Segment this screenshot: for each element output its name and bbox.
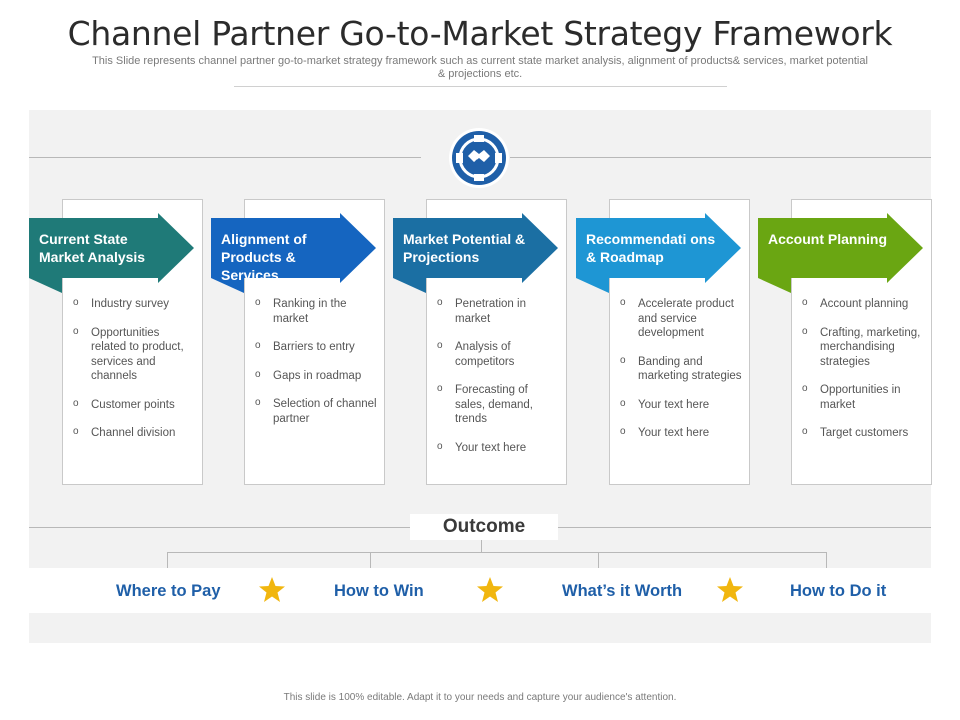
- page-subtitle: This Slide represents channel partner go…: [92, 55, 868, 80]
- list-item: Analysis of competitors: [427, 339, 568, 369]
- step-arrow-2: Alignment of Products & Services: [211, 213, 378, 293]
- step-title: Account Planning: [768, 231, 887, 247]
- step-4-bullet-list: Accelerate product and service developme…: [610, 296, 751, 455]
- outcome-divider-left: [29, 527, 410, 528]
- list-item: Crafting, marketing, merchandising strat…: [792, 325, 933, 370]
- step-5-bullet-list: Account planning Crafting, marketing, me…: [792, 296, 933, 455]
- list-item: Industry survey: [63, 296, 204, 312]
- step-title: Market Potential & Projections: [403, 231, 526, 265]
- list-item: Selection of channel partner: [245, 396, 386, 426]
- list-item: Your text here: [610, 397, 751, 413]
- outcome-strip: [29, 568, 931, 613]
- step-2-bullet-list: Ranking in the market Barriers to entry …: [245, 296, 386, 440]
- step-title: Recommendati ons & Roadmap: [586, 231, 716, 265]
- step-arrow-3: Market Potential & Projections: [393, 213, 560, 293]
- step-title: Current State Market Analysis: [39, 231, 146, 265]
- step-1-bullet-list: Industry survey Opportunities related to…: [63, 296, 204, 455]
- outcome-connector-stem: [481, 540, 482, 552]
- list-item: Accelerate product and service developme…: [610, 296, 751, 341]
- list-item: Banding and marketing strategies: [610, 354, 751, 384]
- outcome-connector-drop: [826, 552, 827, 568]
- list-item: Customer points: [63, 397, 204, 413]
- outcome-connector-bar: [167, 552, 827, 553]
- title-divider: [234, 86, 727, 87]
- outcome-divider-right: [558, 527, 931, 528]
- list-item: Barriers to entry: [245, 339, 386, 355]
- step-arrow-4: Recommendati ons & Roadmap: [576, 213, 743, 293]
- star-icon: [717, 577, 743, 602]
- outcome-item-whats-it-worth: What’s it Worth: [562, 582, 683, 600]
- list-item: Gaps in roadmap: [245, 368, 386, 384]
- step-3-bullet-list: Penetration in market Analysis of compet…: [427, 296, 568, 469]
- list-item: Your text here: [610, 425, 751, 441]
- footer-note: This slide is 100% editable. Adapt it to…: [283, 692, 677, 703]
- list-item: Opportunities related to product, servic…: [63, 325, 204, 384]
- outcome-connector-drop: [370, 552, 371, 568]
- step-title: Alignment of Products & Services: [221, 231, 307, 283]
- list-item: Target customers: [792, 425, 933, 441]
- top-connector-right: [510, 157, 931, 158]
- star-icon: [259, 577, 285, 602]
- list-item: Penetration in market: [427, 296, 568, 326]
- outcome-item-where-to-pay: Where to Pay: [116, 582, 221, 600]
- list-item: Opportunities in market: [792, 382, 933, 412]
- outcome-connector-drop: [598, 552, 599, 568]
- outcome-title: Outcome: [410, 514, 558, 540]
- list-item: Channel division: [63, 425, 204, 441]
- top-connector-left: [29, 157, 421, 158]
- outcome-item-how-to-do-it: How to Do it: [790, 582, 887, 600]
- list-item: Account planning: [792, 296, 933, 312]
- handshake-gear-icon: [449, 128, 509, 188]
- step-arrow-1: Current State Market Analysis: [29, 213, 196, 293]
- page-title: Channel Partner Go-to-Market Strategy Fr…: [67, 14, 893, 53]
- outcome-item-how-to-win: How to Win: [334, 582, 424, 600]
- star-icon: [477, 577, 503, 602]
- list-item: Ranking in the market: [245, 296, 386, 326]
- step-arrow-5: Account Planning: [758, 213, 925, 293]
- list-item: Your text here: [427, 440, 568, 456]
- outcome-connector-drop: [167, 552, 168, 568]
- list-item: Forecasting of sales, demand, trends: [427, 382, 568, 427]
